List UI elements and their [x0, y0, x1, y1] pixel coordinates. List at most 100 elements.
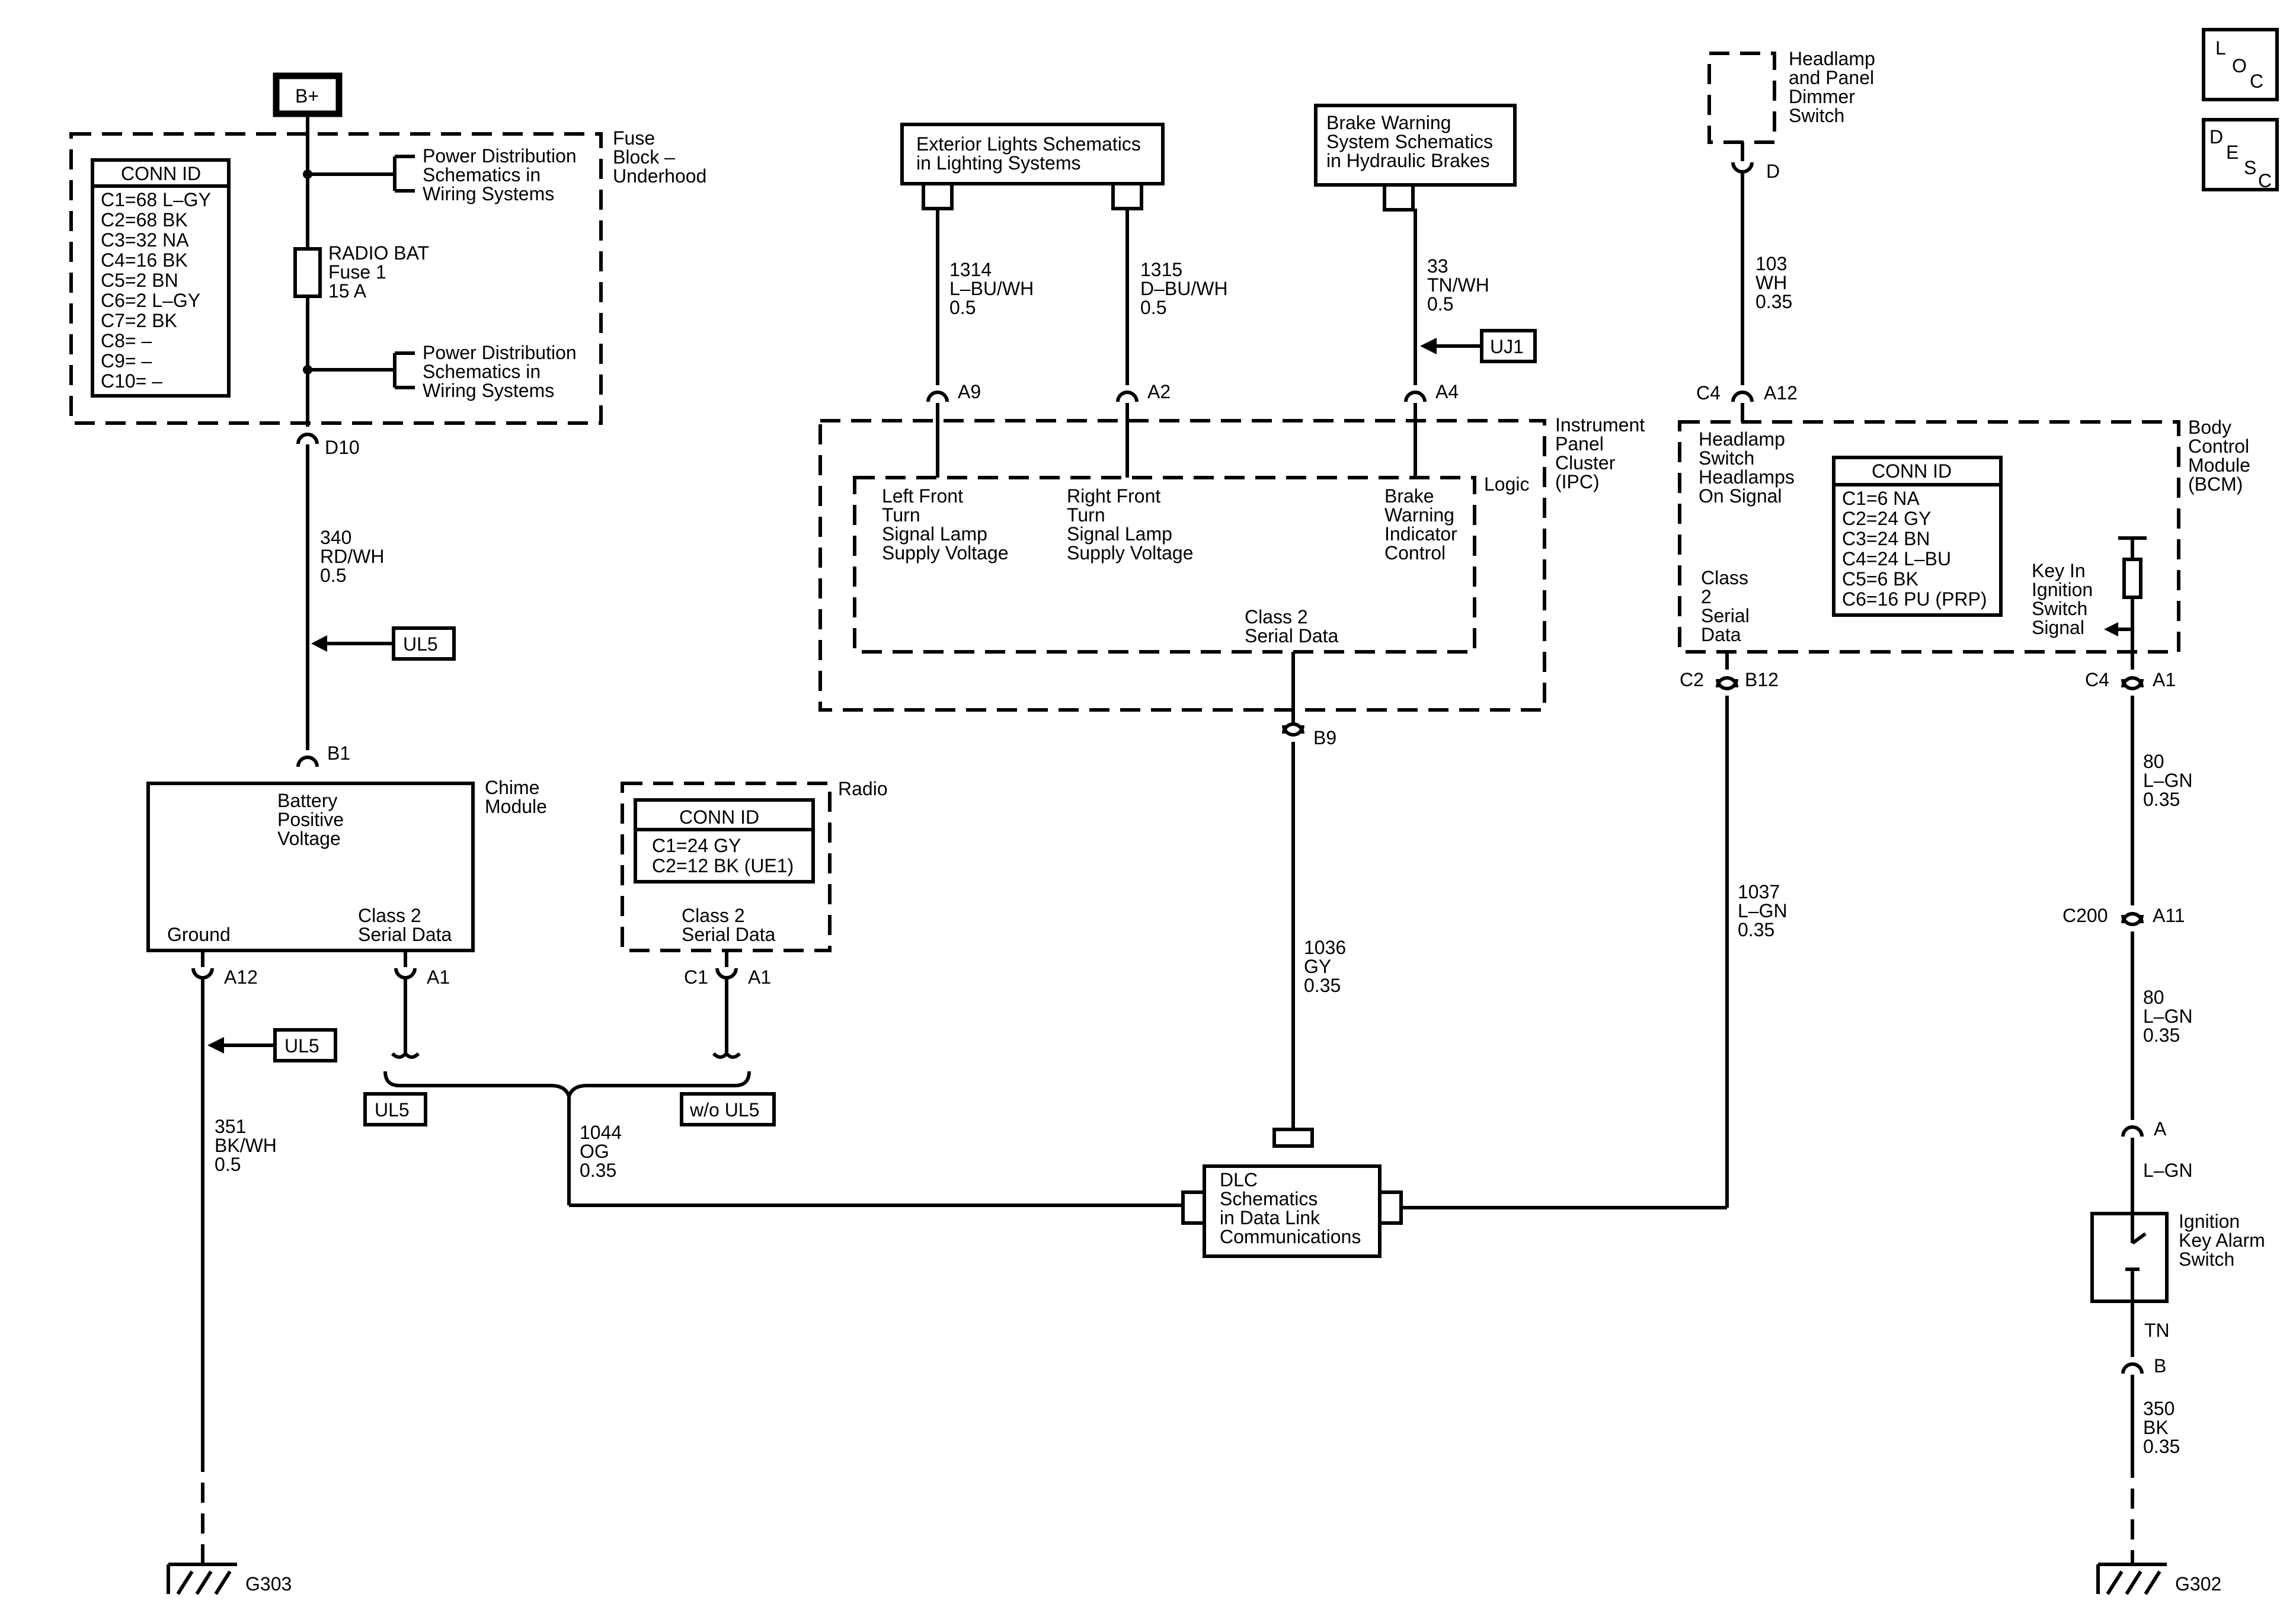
svg-text:D: D — [1766, 161, 1780, 182]
svg-text:Headlamp: Headlamp — [1789, 48, 1875, 69]
wire-351-label: 351 BK/WH 0.5 — [215, 1116, 277, 1175]
svg-text:Communications: Communications — [1220, 1226, 1361, 1247]
svg-text:Serial Data: Serial Data — [1245, 625, 1339, 646]
body-control-module: Body Control Module (BCM) Headlamp Switc… — [1678, 417, 2250, 654]
svg-text:Ignition: Ignition — [2179, 1211, 2240, 1232]
desc-icon[interactable]: D E S C — [2202, 118, 2279, 191]
svg-text:L–GN: L–GN — [2143, 770, 2193, 791]
connector-b1: B1 — [298, 742, 350, 767]
connector-d: D — [1733, 161, 1780, 182]
svg-text:A2: A2 — [1147, 381, 1171, 402]
svg-text:Schematics in: Schematics in — [423, 164, 541, 185]
svg-text:1036: 1036 — [1304, 937, 1346, 958]
svg-text:Battery: Battery — [277, 790, 337, 811]
wire-33-label: 33 TN/WH 0.5 — [1427, 255, 1489, 315]
svg-text:OG: OG — [580, 1141, 609, 1162]
exterior-lights-link[interactable]: Exterior Lights Schematics in Lighting S… — [900, 123, 1165, 210]
svg-text:Turn: Turn — [882, 504, 920, 526]
svg-text:A1: A1 — [427, 966, 450, 988]
power-distribution-link-2[interactable]: Power Distribution Schematics in Wiring … — [303, 342, 577, 401]
svg-text:340: 340 — [320, 527, 351, 548]
svg-text:DLC: DLC — [1220, 1169, 1258, 1190]
wire-80b-label: 80 L–GN 0.35 — [2143, 987, 2193, 1046]
svg-text:Signal: Signal — [2032, 617, 2084, 638]
svg-text:UJ1: UJ1 — [1490, 336, 1524, 357]
svg-text:1044: 1044 — [580, 1122, 622, 1143]
svg-text:C4: C4 — [1696, 382, 1721, 404]
svg-text:D10: D10 — [325, 437, 360, 458]
svg-text:A1: A1 — [748, 966, 771, 988]
svg-text:Signal Lamp: Signal Lamp — [1067, 523, 1172, 545]
svg-text:On Signal: On Signal — [1699, 485, 1782, 507]
fuse-block-conn-id-table: CONN ID C1=68 L–GY C2=68 BK C3=32 NA C4=… — [91, 158, 231, 398]
svg-text:Control: Control — [1384, 542, 1446, 564]
svg-text:Signal Lamp: Signal Lamp — [882, 523, 987, 545]
svg-text:Schematics in: Schematics in — [423, 361, 541, 382]
svg-text:C2=68 BK: C2=68 BK — [101, 209, 188, 231]
svg-text:GY: GY — [1304, 956, 1331, 977]
svg-text:Wiring Systems: Wiring Systems — [423, 183, 554, 204]
svg-text:80: 80 — [2143, 987, 2164, 1008]
svg-text:15 A: 15 A — [328, 280, 367, 302]
wire-lgn-label: L–GN — [2143, 1160, 2193, 1181]
svg-text:Logic: Logic — [1484, 473, 1530, 495]
svg-text:CONN ID: CONN ID — [1872, 460, 1952, 482]
ground-g302: G302 — [2096, 1563, 2221, 1595]
brake-warning-link[interactable]: Brake Warning System Schematics in Hydra… — [1314, 104, 1517, 212]
connector-c200-a11: C200 A11 — [2062, 905, 2185, 926]
svg-text:Block –: Block – — [613, 146, 675, 168]
svg-text:L–GN: L–GN — [1738, 900, 1787, 921]
wire-340-label: 340 RD/WH 0.5 — [320, 527, 384, 586]
headlamp-dimmer-switch: Headlamp and Panel Dimmer Switch — [1707, 48, 1875, 144]
wire-350-label: 350 BK 0.35 — [2143, 1398, 2180, 1457]
battery-positive-source: B+ — [273, 72, 343, 117]
wire-103-label: 103 WH 0.35 — [1755, 253, 1792, 312]
power-distribution-link-1[interactable]: Power Distribution Schematics in Wiring … — [303, 145, 577, 204]
svg-text:D–BU/WH: D–BU/WH — [1140, 278, 1228, 299]
svg-text:0.5: 0.5 — [1140, 297, 1166, 318]
svg-text:C4=16 BK: C4=16 BK — [101, 249, 188, 271]
svg-text:Exterior Lights Schematics: Exterior Lights Schematics — [916, 133, 1141, 155]
wire-1037-label: 1037 L–GN 0.35 — [1738, 881, 1787, 940]
connector-c2-b12: C2 B12 — [1680, 669, 1779, 690]
svg-text:0.5: 0.5 — [949, 297, 976, 318]
connector-a2: A2 — [1118, 381, 1171, 402]
ipc-logic-block: Logic Left Front Turn Signal Lamp Supply… — [853, 473, 1530, 654]
svg-text:0.35: 0.35 — [1755, 291, 1792, 312]
svg-text:Headlamps: Headlamps — [1699, 466, 1795, 488]
svg-text:L: L — [2215, 37, 2226, 59]
svg-text:Brake Warning: Brake Warning — [1326, 112, 1451, 133]
svg-text:S: S — [2244, 157, 2256, 178]
fuse-block-underhood: Fuse Block – Underhood — [69, 127, 706, 425]
svg-text:Power Distribution: Power Distribution — [423, 145, 577, 167]
wire-1315-label: 1315 D–BU/WH 0.5 — [1140, 259, 1228, 318]
connector-c4-a12: C4 A12 — [1696, 382, 1798, 404]
svg-text:C: C — [2250, 71, 2263, 92]
svg-text:Instrument: Instrument — [1555, 414, 1645, 436]
svg-text:C2=24 GY: C2=24 GY — [1842, 508, 1931, 529]
svg-text:(BCM): (BCM) — [2188, 473, 2243, 495]
svg-text:Radio: Radio — [838, 778, 888, 799]
svg-text:Class 2: Class 2 — [1245, 606, 1308, 628]
svg-text:A4: A4 — [1435, 381, 1459, 402]
svg-text:UL5: UL5 — [403, 633, 438, 655]
svg-text:C2=12 BK (UE1): C2=12 BK (UE1) — [652, 855, 794, 876]
svg-text:C5=2 BN: C5=2 BN — [101, 270, 178, 291]
connector-b9: B9 — [1284, 724, 1336, 748]
svg-text:0.5: 0.5 — [320, 565, 346, 586]
dlc-link[interactable]: DLC Schematics in Data Link Communicatio… — [1181, 1164, 1403, 1258]
svg-text:Serial: Serial — [1701, 605, 1750, 626]
svg-text:Brake: Brake — [1384, 485, 1434, 507]
svg-text:System Schematics: System Schematics — [1326, 131, 1493, 152]
connector-a1-chime: A1 — [396, 966, 450, 988]
loc-icon[interactable]: L O C — [2202, 28, 2279, 101]
wire-1036-label: 1036 GY 0.35 — [1304, 937, 1346, 996]
svg-text:C1=6 NA: C1=6 NA — [1842, 488, 1920, 509]
svg-text:L–GN: L–GN — [2143, 1006, 2193, 1027]
svg-text:CONN ID: CONN ID — [121, 163, 201, 184]
svg-text:Module: Module — [485, 796, 547, 817]
svg-text:A12: A12 — [224, 966, 258, 988]
svg-text:C6=2 L–GY: C6=2 L–GY — [101, 290, 200, 311]
svg-text:Serial Data: Serial Data — [358, 924, 452, 945]
svg-text:C2: C2 — [1680, 669, 1704, 690]
